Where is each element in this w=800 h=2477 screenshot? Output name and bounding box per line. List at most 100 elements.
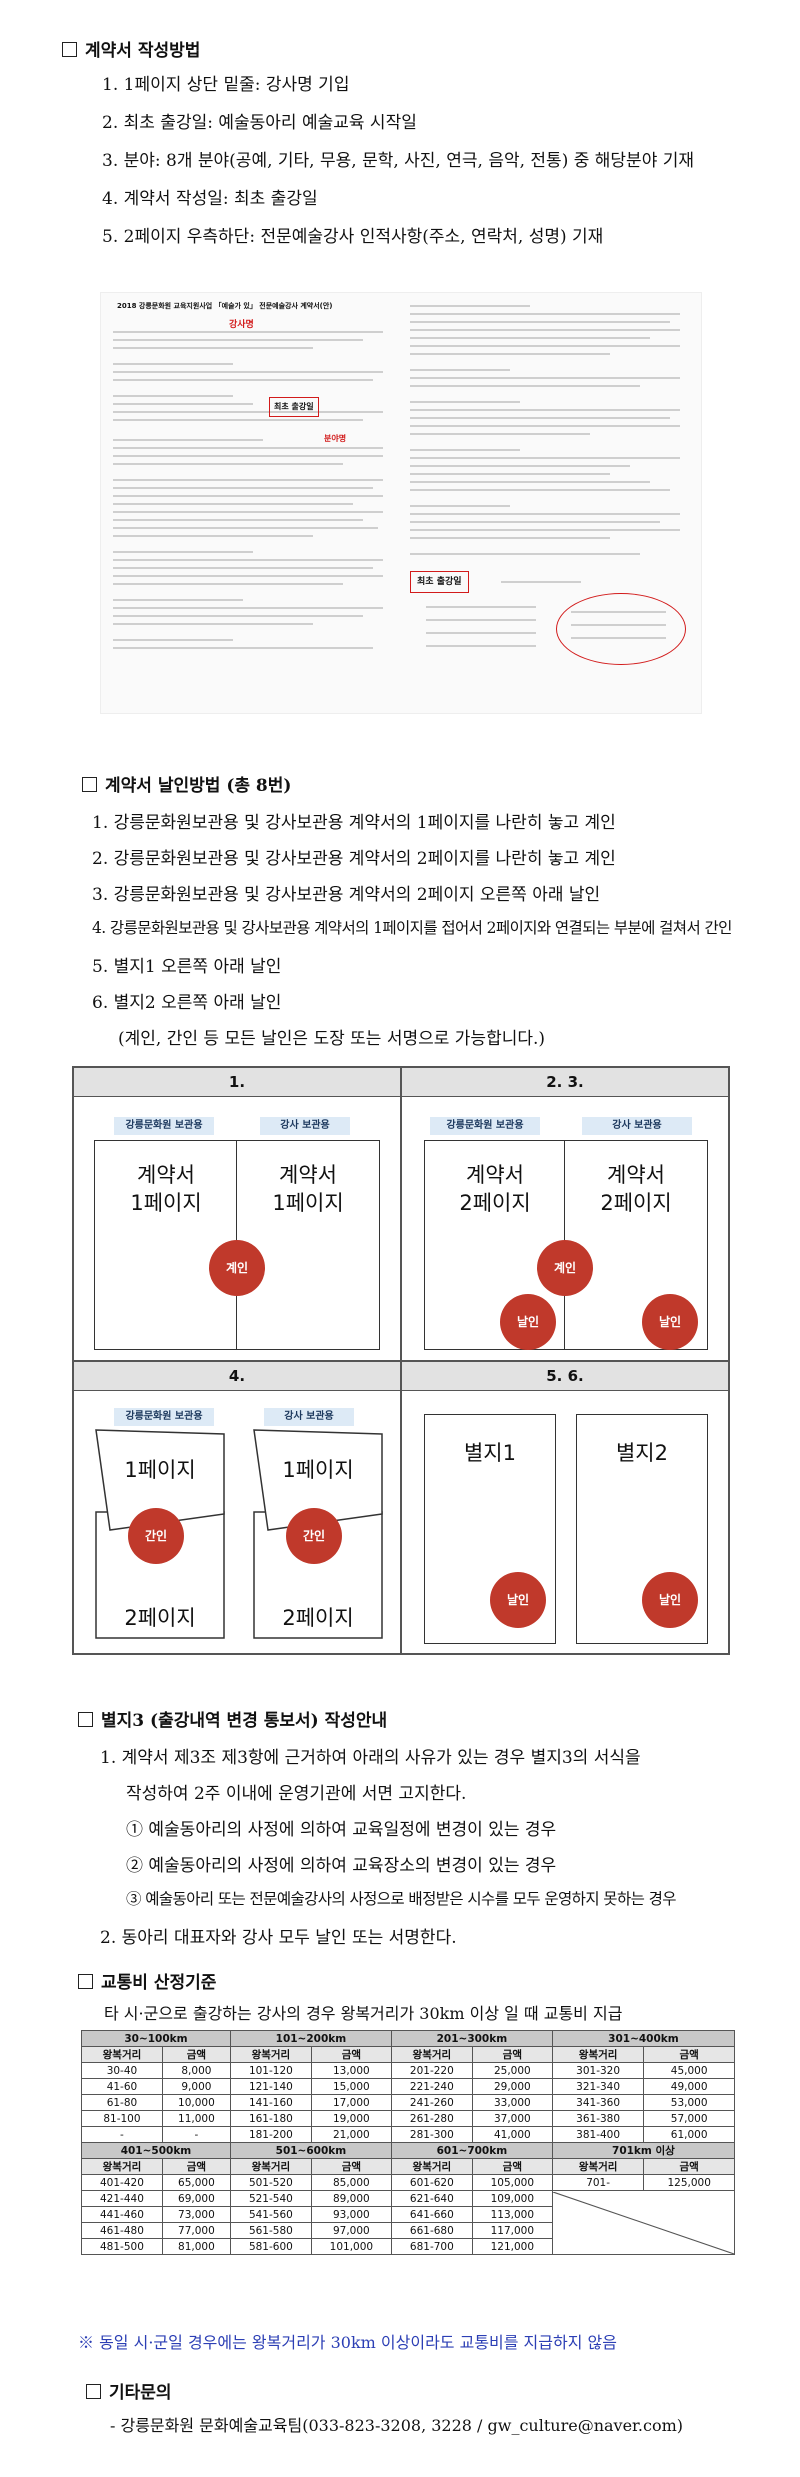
table-header-cell: 왕복거리	[229, 2046, 312, 2063]
seal-note: (계인, 간인 등 모든 날인은 도장 또는 서명으로 가능합니다.)	[118, 1029, 546, 1049]
table-header-cell: 금액	[161, 2158, 231, 2175]
seal-stamp-ganin: 간인	[286, 1508, 342, 1564]
table-cell: -	[161, 2126, 231, 2143]
table-cell: 581-600	[229, 2238, 312, 2255]
table-header-cell: 301~400km	[551, 2030, 736, 2047]
contract-preview-page-2: 최초 출강일	[406, 301, 693, 705]
seal-stamp-nalin: 날인	[642, 1294, 698, 1350]
section-title-inquiry: 기타문의	[86, 2378, 172, 2403]
table-cell: 81,000	[161, 2238, 231, 2255]
table-cell: 181-200	[229, 2126, 312, 2143]
contract-page: 계약서 1페이지	[236, 1140, 380, 1350]
table-row: 30~100km 101~200km 201~300km 301~400km	[81, 2030, 736, 2047]
table-cell: 117,000	[471, 2222, 553, 2239]
list-item: 1. 1페이지 상단 밑줄: 강사명 기입	[102, 75, 350, 95]
table-cell: 69,000	[161, 2190, 231, 2207]
list-item: 1. 계약서 제3조 제3항에 근거하여 아래의 사유가 있는 경우 별지3의 …	[100, 1748, 641, 1768]
list-item: 5. 2페이지 우측하단: 전문예술강사 인적사항(주소, 연락처, 성명) 기…	[102, 227, 604, 247]
contract-preview-page-1: 2018 강릉문화원 교육지원사업 「예술가 있」 전문예술강사 계약서(안) …	[109, 301, 394, 705]
empty-diagonal-cell	[551, 2190, 736, 2255]
table-cell: 521-540	[229, 2190, 312, 2207]
tag-center-copy: 강릉문화원 보관용	[114, 1408, 214, 1426]
table-cell: 9,000	[161, 2078, 231, 2095]
contract-preview-title: 2018 강릉문화원 교육지원사업 「예술가 있」 전문예술강사 계약서(안)	[117, 302, 333, 310]
table-cell: 601-620	[390, 2174, 473, 2191]
table-cell: 77,000	[161, 2222, 231, 2239]
transport-description: 타 시·군으로 출강하는 강사의 경우 왕복거리가 30km 이상 일 때 교통…	[104, 2004, 623, 2023]
table-cell: 57,000	[643, 2110, 735, 2127]
table-cell: 641-660	[390, 2206, 473, 2223]
table-cell: 561-580	[229, 2222, 312, 2239]
seal-diagram: 1. 강릉문화원 보관용 강사 보관용 계약서 1페이지 계약서 1페이지 계인…	[72, 1066, 730, 1655]
list-item: 6. 별지2 오른쪽 아래 날인	[92, 993, 282, 1013]
table-cell: 441-460	[81, 2206, 163, 2223]
list-item: ② 예술동아리의 사정에 의하여 교육장소의 변경이 있는 경우	[126, 1856, 557, 1876]
table-cell: 361-380	[551, 2110, 645, 2127]
tag-instructor-copy: 강사 보관용	[582, 1117, 692, 1135]
list-item: 2. 동아리 대표자와 강사 모두 날인 또는 서명한다.	[100, 1928, 457, 1948]
table-header-cell: 금액	[643, 2158, 735, 2175]
table-cell: 65,000	[161, 2174, 231, 2191]
list-item: 작성하여 2주 이내에 운영기관에 서면 고지한다.	[126, 1784, 467, 1804]
table-header-cell: 201~300km	[390, 2030, 553, 2047]
diagram-cell-header: 4.	[74, 1362, 400, 1391]
table-header-cell: 101~200km	[229, 2030, 392, 2047]
seal-stamp-ganin: 간인	[128, 1508, 184, 1564]
page-label: 계약서 1페이지	[130, 1163, 202, 1215]
diagram-cell-2: 2. 3. 강릉문화원 보관용 강사 보관용 계약서 2페이지 계약서 2페이지…	[401, 1067, 729, 1361]
diagram-cell-1: 1. 강릉문화원 보관용 강사 보관용 계약서 1페이지 계약서 1페이지 계인	[73, 1067, 401, 1361]
contract-page: 계약서 2페이지	[424, 1140, 566, 1350]
table-cell: -	[81, 2126, 163, 2143]
table-header-cell: 금액	[310, 2158, 392, 2175]
table-cell: 281-300	[390, 2126, 473, 2143]
table-cell: 61,000	[643, 2126, 735, 2143]
table-header-cell: 금액	[310, 2046, 392, 2063]
section-title-seal-method: 계약서 날인방법 (총 8번)	[82, 771, 291, 796]
table-cell: 17,000	[310, 2094, 392, 2111]
table-cell: 541-560	[229, 2206, 312, 2223]
table-header-cell: 왕복거리	[390, 2158, 473, 2175]
table-header-cell: 왕복거리	[229, 2158, 312, 2175]
first-date-callout-2: 최초 출강일	[410, 571, 469, 593]
contract-page: 계약서 1페이지	[94, 1140, 238, 1350]
table-header-cell: 금액	[471, 2158, 553, 2175]
table-header-cell: 왕복거리	[81, 2046, 163, 2063]
table-cell: 13,000	[310, 2062, 392, 2079]
table-cell: 661-680	[390, 2222, 473, 2239]
list-item: ③ 예술동아리 또는 전문예술강사의 사정으로 배정받은 시수를 모두 운영하지…	[126, 1890, 677, 1908]
table-cell: 121-140	[229, 2078, 312, 2095]
table-header-cell: 왕복거리	[390, 2046, 473, 2063]
table-cell: 201-220	[390, 2062, 473, 2079]
contract-preview-image: 2018 강릉문화원 교육지원사업 「예술가 있」 전문예술강사 계약서(안) …	[100, 292, 702, 714]
table-cell: 19,000	[310, 2110, 392, 2127]
seal-stamp-nalin: 날인	[642, 1572, 698, 1628]
list-item: 5. 별지1 오른쪽 아래 날인	[92, 957, 282, 977]
table-cell: 53,000	[643, 2094, 735, 2111]
table-cell: 8,000	[161, 2062, 231, 2079]
table-header-cell: 왕복거리	[551, 2158, 645, 2175]
tag-center-copy: 강릉문화원 보관용	[114, 1117, 214, 1135]
table-cell: 11,000	[161, 2110, 231, 2127]
table-cell: 30-40	[81, 2062, 163, 2079]
checkbox-icon	[62, 42, 77, 57]
page-label: 계약서 1페이지	[272, 1163, 344, 1215]
seal-stamp-nalin: 날인	[490, 1572, 546, 1628]
table-cell: 113,000	[471, 2206, 553, 2223]
table-header-cell: 왕복거리	[81, 2158, 163, 2175]
contact-info: - 강릉문화원 문화예술교육팀(033-823-3208, 3228 / gw_…	[110, 2416, 684, 2435]
table-cell: 681-700	[390, 2238, 473, 2255]
table-cell: 85,000	[310, 2174, 392, 2191]
folded-pages-illustration	[95, 1429, 383, 1639]
page-label: 2페이지	[124, 1606, 196, 1630]
page-label: 별지1	[463, 1441, 516, 1465]
seal-stamp-nalin: 날인	[500, 1294, 556, 1350]
table-cell: 29,000	[471, 2078, 553, 2095]
transport-fare-table: 30~100km 101~200km 201~300km 301~400km 왕…	[81, 2030, 736, 2255]
table-cell: 341-360	[551, 2094, 645, 2111]
table-cell: 97,000	[310, 2222, 392, 2239]
